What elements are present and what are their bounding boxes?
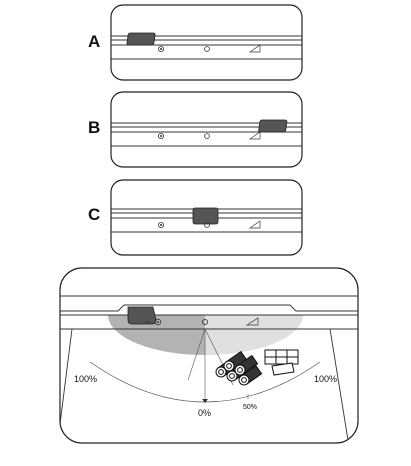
briquettes-icon xyxy=(264,349,299,376)
panel-c-label: C xyxy=(88,205,100,224)
panel-a: A xyxy=(88,4,303,81)
circle-icon xyxy=(204,133,210,139)
panel-b-slider[interactable] xyxy=(258,119,288,133)
fan-icon xyxy=(157,221,164,228)
ramp-icon xyxy=(248,131,261,140)
right-percent-label: 100% xyxy=(314,374,337,384)
panel-b: B xyxy=(88,91,303,168)
mid-percent-label: 50% xyxy=(243,404,257,411)
detail-slider[interactable] xyxy=(127,306,157,325)
circle-icon xyxy=(201,318,208,325)
detail-panel: 100% 0% 50% 100% xyxy=(59,267,359,444)
circle-icon xyxy=(204,222,210,228)
shade-dark-sector xyxy=(108,315,205,355)
shade-light-sector xyxy=(205,315,303,355)
panel-b-frame xyxy=(110,91,303,168)
ramp-icon xyxy=(248,220,261,229)
fan-icon xyxy=(154,318,162,326)
ramp-icon xyxy=(245,317,259,326)
circle-icon xyxy=(204,46,210,52)
left-percent-label: 100% xyxy=(74,374,97,384)
ramp-icon xyxy=(248,44,261,53)
wood-logs-icon xyxy=(215,350,263,386)
fan-icon xyxy=(157,132,164,139)
panel-b-label: B xyxy=(88,118,100,137)
panel-c: C xyxy=(88,179,303,256)
panel-a-label: A xyxy=(88,32,100,51)
panel-c-slider[interactable] xyxy=(192,207,219,225)
fan-icon xyxy=(157,46,164,53)
center-percent-label: 0% xyxy=(198,408,211,418)
panel-a-slider[interactable] xyxy=(126,32,156,46)
panel-a-frame xyxy=(110,4,303,81)
